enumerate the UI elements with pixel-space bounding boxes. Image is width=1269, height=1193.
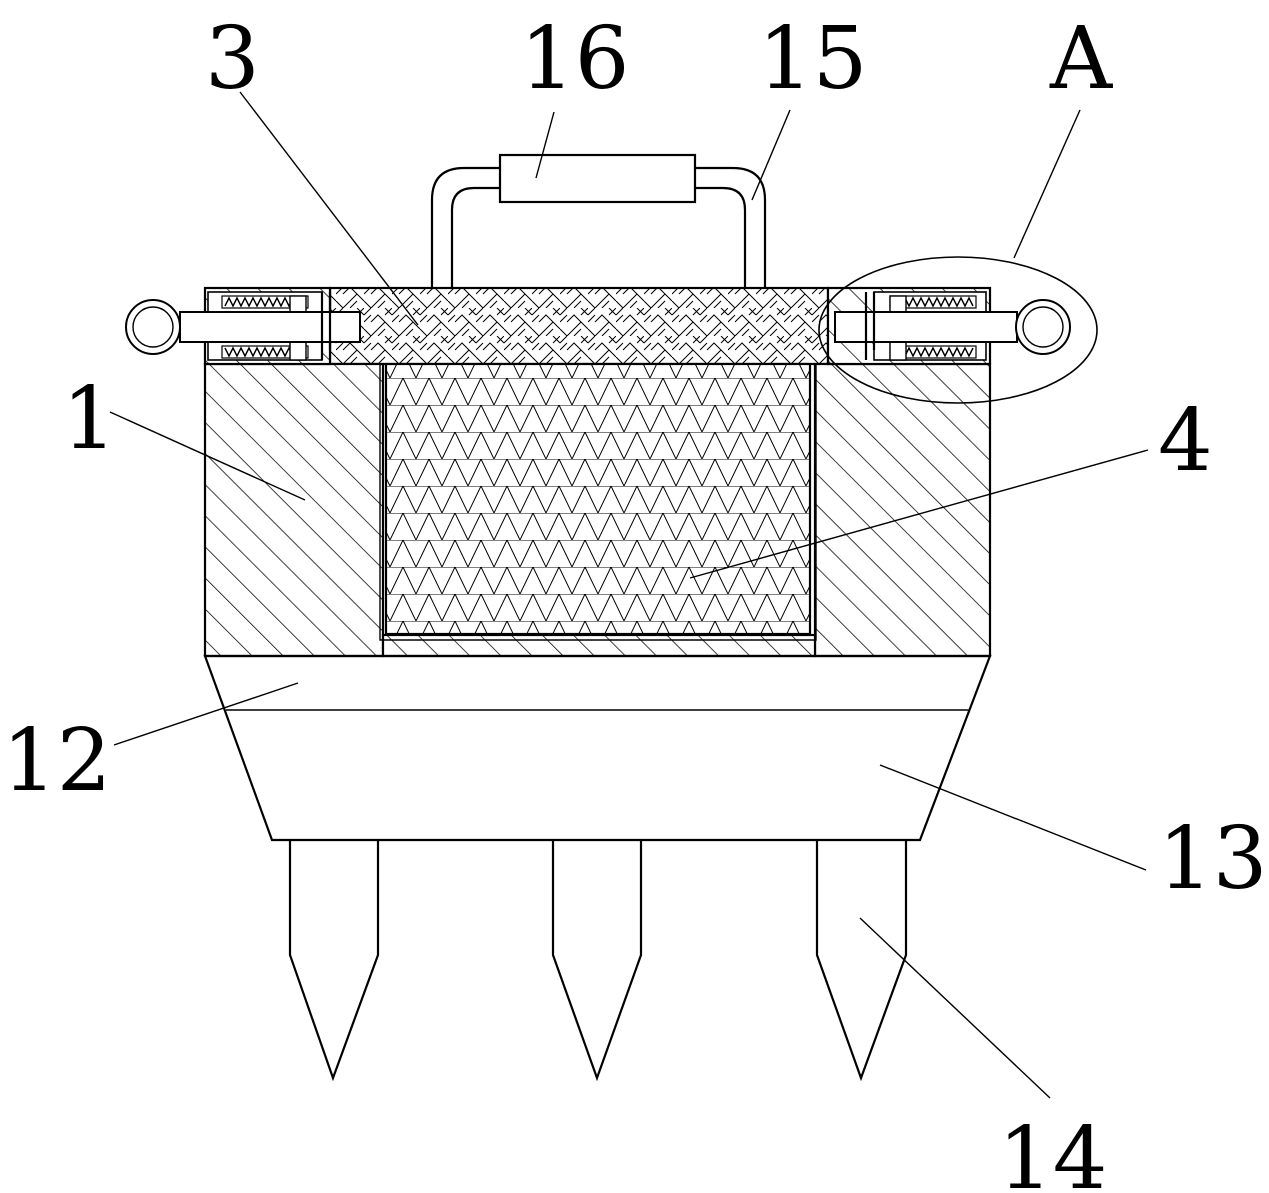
- grip: [498, 153, 697, 204]
- left-latch: [125, 291, 361, 361]
- body-right-wall: [813, 362, 992, 658]
- label-a: A: [1049, 9, 1113, 109]
- spike-right: [815, 840, 908, 1082]
- label-16: 16: [520, 9, 629, 109]
- detail-ellipse-a: [818, 256, 1098, 404]
- label-3: 3: [205, 9, 260, 109]
- right-latch: [834, 291, 1071, 361]
- leader-lines: [109, 91, 1149, 1099]
- spike-left: [288, 840, 380, 1082]
- tapered-base: [203, 654, 992, 842]
- inner-container: [384, 362, 812, 636]
- spike-middle: [551, 840, 643, 1082]
- body-bottom: [381, 633, 817, 658]
- body-left-wall: [203, 362, 385, 658]
- label-12: 12: [2, 711, 111, 811]
- lid-weave: [328, 286, 830, 366]
- label-14: 14: [998, 1109, 1107, 1193]
- label-1: 1: [62, 369, 117, 469]
- label-4: 4: [1158, 391, 1213, 491]
- label-13: 13: [1158, 809, 1267, 909]
- handle: [430, 166, 767, 288]
- label-15: 15: [758, 9, 867, 109]
